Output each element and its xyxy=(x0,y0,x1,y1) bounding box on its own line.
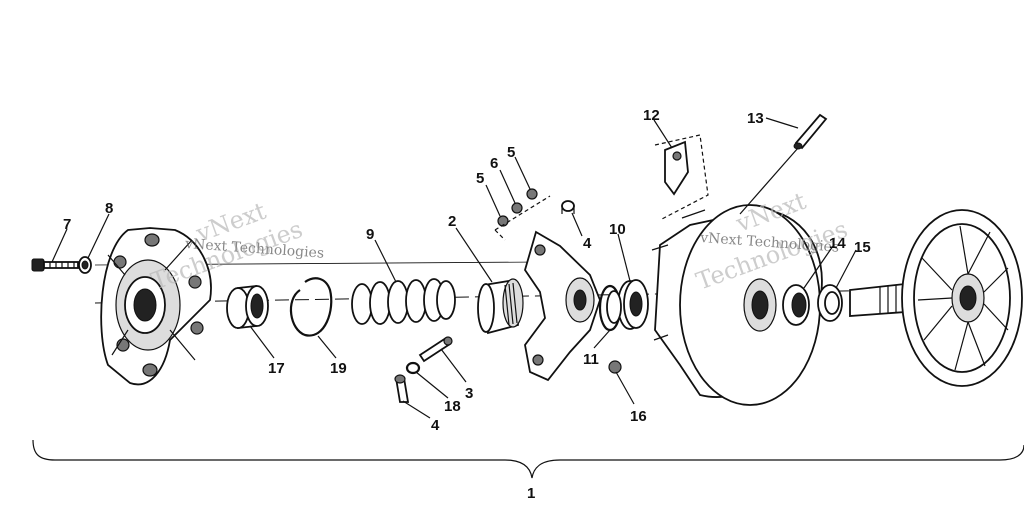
callout-1: 1 xyxy=(527,485,535,502)
callout-16: 16 xyxy=(630,408,647,425)
callout-7: 7 xyxy=(63,216,71,233)
shoe-part-12 xyxy=(654,134,709,221)
pin-part-3 xyxy=(418,336,453,363)
callout-6: 6 xyxy=(490,155,498,172)
leader-lines xyxy=(51,117,857,419)
watermark: vNext Technologies vNext Technologies vN… xyxy=(147,187,851,296)
callout-10: 10 xyxy=(609,221,626,238)
callout-17: 17 xyxy=(268,360,285,377)
callout-4-lower: 4 xyxy=(431,417,440,434)
spring-part-9 xyxy=(351,278,456,325)
pin-part-4-lower xyxy=(394,374,410,403)
callout-19: 19 xyxy=(330,360,347,377)
callout-labels: 1 2 3 4 4 5 5 6 7 8 9 10 11 12 13 14 15 … xyxy=(63,107,871,502)
ring-part-18 xyxy=(405,361,421,375)
spider-body xyxy=(524,230,601,382)
cover-housing xyxy=(100,227,212,386)
screw-part-13 xyxy=(739,113,828,215)
pin-part-4-upper xyxy=(561,200,575,214)
washer-part-14 xyxy=(782,284,810,326)
callout-11: 11 xyxy=(583,351,599,368)
callout-14: 14 xyxy=(829,235,846,252)
callout-9: 9 xyxy=(366,226,374,243)
callout-18: 18 xyxy=(444,398,461,415)
dashed-box-5-6 xyxy=(494,195,551,241)
movable-sheave xyxy=(651,204,823,406)
callout-15: 15 xyxy=(854,239,871,256)
callout-5-right: 5 xyxy=(507,144,515,161)
bushing-part-10 xyxy=(617,279,649,330)
bushing-part-17 xyxy=(226,284,269,330)
roller-part-5-b xyxy=(526,188,538,200)
roller-part-6 xyxy=(511,202,523,214)
callout-5-left: 5 xyxy=(476,170,484,187)
callout-13: 13 xyxy=(747,110,764,127)
callout-4-upper: 4 xyxy=(583,235,592,252)
nut-part-16 xyxy=(608,360,622,374)
bolt-part-7 xyxy=(31,258,79,272)
washer-part-8 xyxy=(78,256,92,274)
roller-part-5-a xyxy=(497,215,509,227)
spider-hub-part-2 xyxy=(477,278,524,335)
callout-12: 12 xyxy=(643,107,660,124)
seal-part-11 xyxy=(598,284,622,332)
fixed-sheave xyxy=(849,209,1023,387)
callout-3: 3 xyxy=(465,385,473,402)
callout-2: 2 xyxy=(448,213,456,230)
assembly-bracket xyxy=(32,439,1024,479)
callout-8: 8 xyxy=(105,200,113,217)
snap-ring-part-19 xyxy=(289,277,333,337)
washer-part-15 xyxy=(817,284,843,322)
